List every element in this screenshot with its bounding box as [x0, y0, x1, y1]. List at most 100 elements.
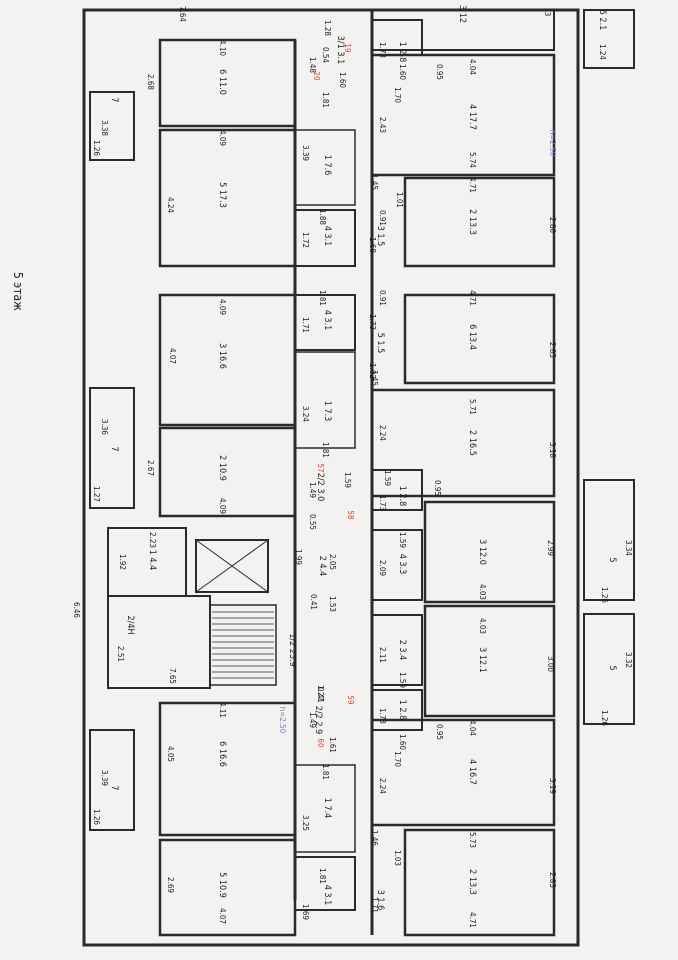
stair-treads — [212, 611, 274, 679]
dimension-r-atop2-0: 1.24 — [598, 44, 607, 60]
dimension-r-a1-2: 1.45 — [370, 174, 379, 190]
dimension-r-b2s-1: 2.67 — [146, 460, 155, 476]
dimension-r-d2-2: 1.03 — [393, 850, 402, 866]
dimension-r-a2-0: 4.71 — [468, 177, 477, 193]
dimension-r-d2-0: 4.71 — [468, 912, 477, 928]
dimension-r-a4-2: 5.74 — [468, 152, 477, 168]
dimension-r-a4-1: 2.43 — [378, 117, 387, 133]
annotation-n19: 19 — [343, 43, 352, 53]
balcony-number-bal-3: 5 — [607, 557, 617, 562]
balcony-dimension-bal-1-1: 1.26 — [92, 140, 101, 156]
dimension-r-c2b-1: 1.59 — [398, 672, 407, 688]
room-cw — [107, 595, 211, 689]
dimension-r-c3-1: 2.99 — [546, 540, 555, 556]
dimension-r-d1-2: 1.46 — [370, 830, 379, 846]
dimension-r-dw-2: 0.41 — [316, 687, 325, 703]
room-a1 — [294, 129, 356, 206]
room-label-r-a4: 4 17.7 — [467, 104, 477, 130]
room-label-r-c12: 1/2 23.9 — [287, 633, 297, 667]
balcony-top — [583, 9, 635, 69]
dimension-r-d2-3: 5.73 — [468, 832, 477, 848]
dimension-r-bw2-2: 0.95 — [433, 480, 442, 496]
room-label-r-aw2: 1 2.8 — [397, 42, 407, 63]
dimension-r-a6-0: 4.10 — [218, 40, 227, 56]
dimension-r-a2-1: 2.86 — [548, 217, 557, 233]
room-label-r-c1: 1 4.4 — [147, 550, 157, 571]
dimension-r-b6-0: 4.71 — [468, 290, 477, 306]
annotation-h2: h=2.50 — [278, 707, 287, 734]
stair-flight — [209, 604, 277, 686]
balcony-4 — [583, 613, 635, 725]
room-aw2 — [371, 19, 423, 56]
dimension-r-a3s-1: 1.68 — [368, 237, 377, 253]
room-c3b — [423, 604, 556, 718]
room-c4 — [371, 529, 423, 601]
dimension-r-a4s-0: 1.88 — [318, 209, 327, 225]
dimension-r-d4-2: 3.19 — [548, 778, 557, 794]
dimension-r-d4s-0: 1.81 — [318, 868, 327, 884]
dimension-r-dw2-0: 1.73 — [378, 708, 387, 724]
room-label-r-d5: 5 10.9 — [217, 872, 227, 898]
balcony-dimension-bal-3-1: 1.26 — [600, 587, 609, 603]
dimension-r-bw-0: 1.59 — [343, 472, 352, 488]
room-d1 — [294, 764, 356, 853]
balcony-dimension-bal-4-1: 1.26 — [600, 710, 609, 726]
dimension-r-c2-1: 1.99 — [294, 549, 303, 565]
dimension-r-a1-0: 3.39 — [301, 145, 310, 161]
dimension-r-d2-1: 2.83 — [548, 872, 557, 888]
dimension-r-a4-3: 1.70 — [393, 87, 402, 103]
dimension-r-c1-0: 2.23 — [148, 532, 157, 548]
balcony-dimension-bal-1-2: 7.64 — [178, 6, 187, 22]
room-label-r-bw: 2/2 3.0 — [315, 473, 325, 501]
annotation-n57: 57 — [316, 463, 325, 472]
dimension-r-bw2-0: 1.59 — [383, 470, 392, 486]
dimension-r-d4-1: 2.24 — [378, 778, 387, 794]
room-label-r-b5s: 5 1.5 — [375, 333, 385, 354]
dimension-r-b5s-1: 1.73 — [368, 314, 377, 330]
room-label-r-b6: 6 13.4 — [467, 324, 477, 350]
room-a2 — [403, 176, 556, 268]
room-label-r-d4s: 4 3.1 — [322, 885, 332, 906]
balcony-3 — [583, 479, 635, 601]
dimension-r-c4-0: 1.59 — [398, 532, 407, 548]
room-label-r-d4: 4 16.7 — [467, 759, 477, 785]
room-label-r-d1: 1 7.4 — [322, 798, 332, 819]
dimension-r-c12-0: 1.53 — [328, 596, 337, 612]
balcony-number-bal-1: 7 — [109, 97, 119, 102]
room-label-r-dw: 2/2 2.9 — [313, 706, 323, 734]
annotation-h1: h=2.50 — [548, 130, 557, 157]
annotation-n60: 60 — [316, 738, 325, 748]
balcony-dimension-bal-5-0: 3.39 — [100, 770, 109, 786]
room-d2 — [403, 828, 556, 937]
dimension-r-cw-0: 7.65 — [168, 668, 177, 684]
balcony-1 — [89, 91, 135, 161]
dimension-r-b2-1: 2.24 — [378, 425, 387, 441]
room-label-r-a5: 5 17.3 — [217, 182, 227, 208]
balcony-2 — [89, 387, 135, 509]
room-a6 — [158, 38, 297, 128]
dimension-r-a4-4: 0.95 — [435, 64, 444, 80]
balcony-number-bal-2: 7 — [109, 446, 119, 451]
room-b2s — [158, 426, 297, 518]
room-bw2 — [371, 469, 423, 511]
dimension-r-d6-0: 4.11 — [218, 702, 227, 718]
balcony-dimension-bal-2-1: 1.27 — [92, 486, 101, 502]
room-label-r-b4s: 4 3.1 — [322, 310, 332, 331]
room-label-r-d6: 6 16.6 — [217, 741, 227, 767]
dimension-r-c12-1: 0.41 — [309, 594, 318, 610]
room-label-r-a2: 2 13.3 — [467, 209, 477, 235]
dimension-r-a2-2: 1.01 — [395, 192, 404, 208]
room-label-r-c3b: 3 12.1 — [477, 647, 487, 673]
room-a4s — [294, 209, 356, 267]
room-label-r-d3s: 3 1.6 — [375, 890, 385, 911]
room-d4 — [370, 718, 556, 827]
room-b6 — [403, 293, 556, 385]
room-d6 — [158, 701, 297, 837]
dimension-r-d5-1: 2.69 — [166, 877, 175, 893]
room-label-r-aw: 3/1 3.1 — [335, 36, 345, 64]
dimension-r-d4-4: 0.95 — [435, 724, 444, 740]
room-a4 — [370, 53, 556, 177]
